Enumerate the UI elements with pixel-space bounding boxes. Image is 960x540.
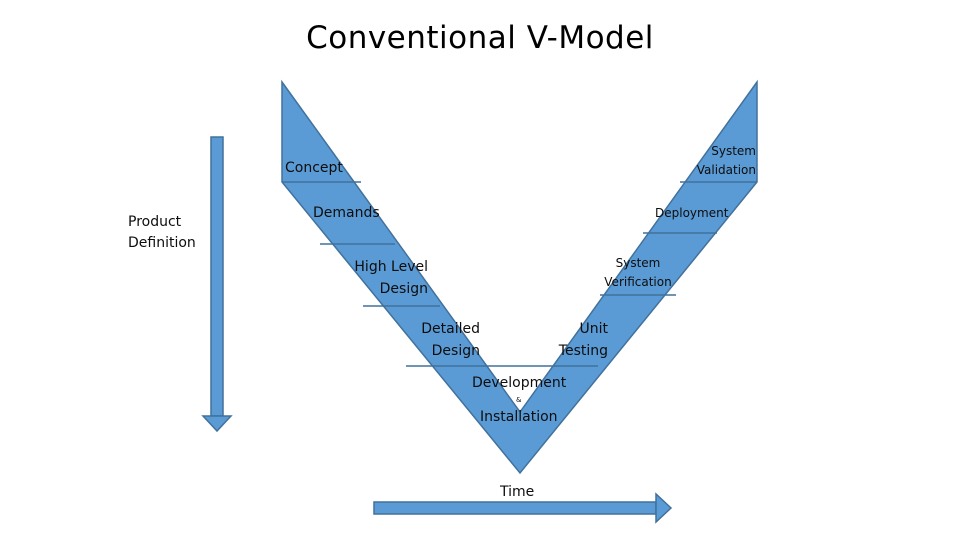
v-band-dividers (282, 181, 757, 367)
high-level-design-line2: Design (379, 281, 428, 297)
unit-testing-line1: Unit (579, 321, 609, 337)
deployment-label: Deployment (655, 206, 729, 220)
demands-label: Demands (313, 205, 380, 221)
high-level-design-label: High Level Design (340, 256, 428, 300)
time-label: Time (500, 484, 535, 500)
detailed-design-line2: Design (431, 343, 480, 359)
page-title: Conventional V-Model (306, 20, 654, 56)
product-definition-arrow (201, 136, 233, 433)
product-definition-label: Product Definition (128, 212, 196, 254)
product-definition-label-line2: Definition (128, 235, 196, 251)
high-level-design-line1: High Level (354, 259, 428, 275)
ampersand-label: & (516, 396, 522, 404)
product-definition-label-line1: Product (128, 214, 182, 230)
detailed-design-line1: Detailed (421, 321, 480, 337)
system-verification-line1: System (615, 256, 661, 270)
detailed-design-label: Detailed Design (398, 318, 480, 362)
concept-label: Concept (285, 160, 343, 176)
system-validation-line2: Validation (696, 163, 756, 177)
system-verification-label: System Verification (598, 254, 678, 292)
installation-label: Installation (480, 409, 558, 425)
time-arrow (373, 492, 673, 524)
system-validation-label: System Validation (680, 142, 756, 180)
unit-testing-label: Unit Testing (540, 318, 608, 362)
unit-testing-line2: Testing (558, 343, 608, 359)
system-validation-line1: System (711, 144, 756, 158)
development-label: Development (472, 375, 567, 391)
system-verification-line2: Verification (604, 275, 672, 289)
